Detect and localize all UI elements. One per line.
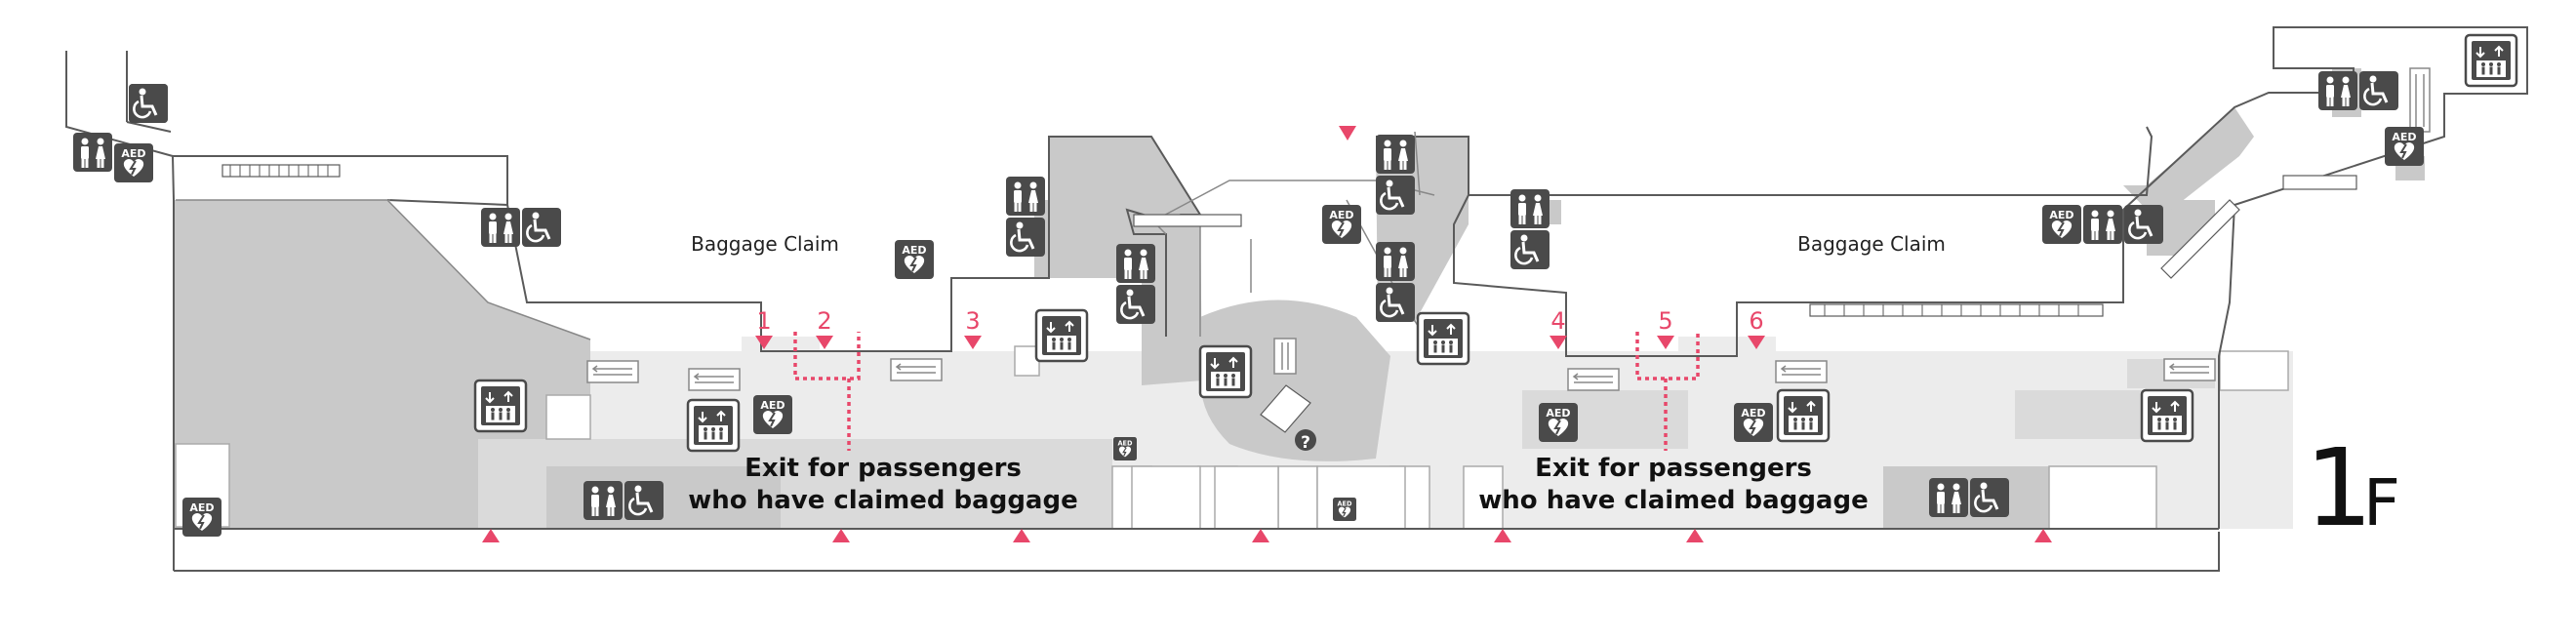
aed-icon[interactable] (1733, 402, 1774, 443)
floor-indicator: 1 F (2305, 425, 2400, 550)
entrance-arrow-icon[interactable] (832, 529, 850, 542)
exit-3-number: 3 (965, 307, 980, 335)
elevator-icon[interactable] (1416, 311, 1470, 366)
elevator-icon[interactable] (1034, 308, 1089, 363)
aed-icon[interactable] (181, 497, 222, 538)
aed-icon[interactable] (752, 394, 793, 435)
restroom-icon[interactable] (1116, 244, 1155, 283)
exit-2-arrow-icon (816, 336, 833, 349)
entrance-arrow-icon[interactable] (1013, 529, 1030, 542)
restroom-icon[interactable] (481, 208, 520, 247)
escalator-icon (1567, 368, 1620, 391)
restroom-icon[interactable] (2083, 205, 2122, 244)
elevator-icon[interactable] (1198, 344, 1253, 399)
entrance-arrow-icon[interactable] (482, 529, 500, 542)
info-icon[interactable]: ? (1295, 429, 1316, 453)
wheelchair-icon[interactable] (1374, 174, 1417, 217)
restroom-icon[interactable] (1376, 242, 1415, 281)
entrance-arrow-icon[interactable] (1252, 529, 1269, 542)
entrance-arrow-icon[interactable] (1494, 529, 1511, 542)
restroom-icon[interactable] (584, 481, 623, 520)
aed-icon[interactable] (1538, 402, 1579, 443)
aed-icon[interactable] (2041, 204, 2082, 245)
exit-2-number: 2 (817, 307, 831, 335)
exit-4-arrow-icon (1550, 336, 1567, 349)
aed-icon[interactable] (1332, 497, 1357, 522)
escalator-icon (1775, 360, 1828, 383)
escalator-icon (2163, 358, 2216, 381)
aed-icon[interactable] (1112, 436, 1138, 461)
baggage-claim-label-east: Baggage Claim (1797, 232, 1946, 256)
entrance-arrow-icon[interactable] (1686, 529, 1704, 542)
aed-icon[interactable] (2384, 126, 2425, 167)
aed-icon[interactable] (894, 239, 935, 280)
aed-icon[interactable] (113, 142, 154, 183)
exit-note-west: Exit for passengers who have claimed bag… (688, 454, 1077, 515)
exit-note-east: Exit for passengers who have claimed bag… (1478, 454, 1868, 515)
wheelchair-icon[interactable] (2357, 69, 2400, 112)
elevator-icon[interactable] (2140, 388, 2194, 443)
exit-4[interactable]: 4 (1550, 307, 1567, 349)
elevator-icon[interactable] (2464, 33, 2518, 88)
exit-note-west-line1: Exit for passengers (745, 454, 1022, 483)
exit-6-number: 6 (1749, 307, 1763, 335)
exit-markers: 1 2 3 4 5 6 (755, 307, 1765, 451)
exit-5-arrow-icon (1657, 336, 1674, 349)
exit-1[interactable]: 1 (755, 307, 773, 349)
info-icon-label: ? (1301, 433, 1310, 453)
restroom-icon[interactable] (2318, 71, 2357, 110)
exit-note-east-line2: who have claimed baggage (1478, 486, 1868, 515)
escalator-icon (890, 358, 943, 381)
exit-3[interactable]: 3 (964, 307, 982, 349)
escalator-icon (688, 368, 741, 391)
elevator-icon[interactable] (1776, 388, 1831, 443)
floor-number: 1 (2305, 425, 2373, 550)
wheelchair-icon[interactable] (2122, 203, 2165, 246)
exit-1-arrow-icon (755, 336, 773, 349)
exit-guide-west (793, 332, 861, 451)
wheelchair-icon[interactable] (127, 82, 170, 125)
exit-6-arrow-icon (1748, 336, 1765, 349)
restroom-icon[interactable] (73, 133, 112, 172)
wheelchair-icon[interactable] (1374, 281, 1417, 324)
exit-5[interactable]: 5 (1657, 307, 1674, 349)
wheelchair-icon[interactable] (1968, 476, 2011, 519)
restroom-icon[interactable] (1006, 177, 1045, 216)
exit-note-west-line2: who have claimed baggage (688, 486, 1077, 515)
exit-4-number: 4 (1550, 307, 1565, 335)
escalator-icon (586, 360, 639, 383)
exit-6[interactable]: 6 (1748, 307, 1765, 349)
wheelchair-icon[interactable] (1004, 216, 1047, 259)
escalator-vertical-icon (1273, 338, 1297, 375)
entrance-arrow-icon[interactable] (1339, 126, 1356, 140)
restroom-icon[interactable] (1376, 135, 1415, 174)
aed-icon[interactable] (1321, 204, 1362, 245)
entrance-arrow-icon[interactable] (2034, 529, 2052, 542)
wheelchair-icon[interactable] (623, 479, 665, 522)
baggage-claim-label-west: Baggage Claim (691, 232, 839, 256)
exit-2[interactable]: 2 (816, 307, 833, 349)
elevator-icon[interactable] (686, 398, 741, 453)
floor-letter: F (2363, 465, 2400, 540)
exit-note-east-line1: Exit for passengers (1535, 454, 1812, 483)
wheelchair-icon[interactable] (1509, 228, 1551, 271)
elevator-icon[interactable] (473, 379, 528, 433)
entrance-markers (482, 126, 2052, 542)
exit-5-number: 5 (1658, 307, 1672, 335)
restroom-icon[interactable] (1510, 189, 1550, 228)
wheelchair-icon[interactable] (1114, 283, 1157, 326)
restroom-icon[interactable] (1929, 478, 1968, 517)
exit-3-arrow-icon (964, 336, 982, 349)
escalators (586, 338, 2216, 391)
exit-guide-east (1635, 332, 1700, 451)
exit-1-number: 1 (756, 307, 771, 335)
